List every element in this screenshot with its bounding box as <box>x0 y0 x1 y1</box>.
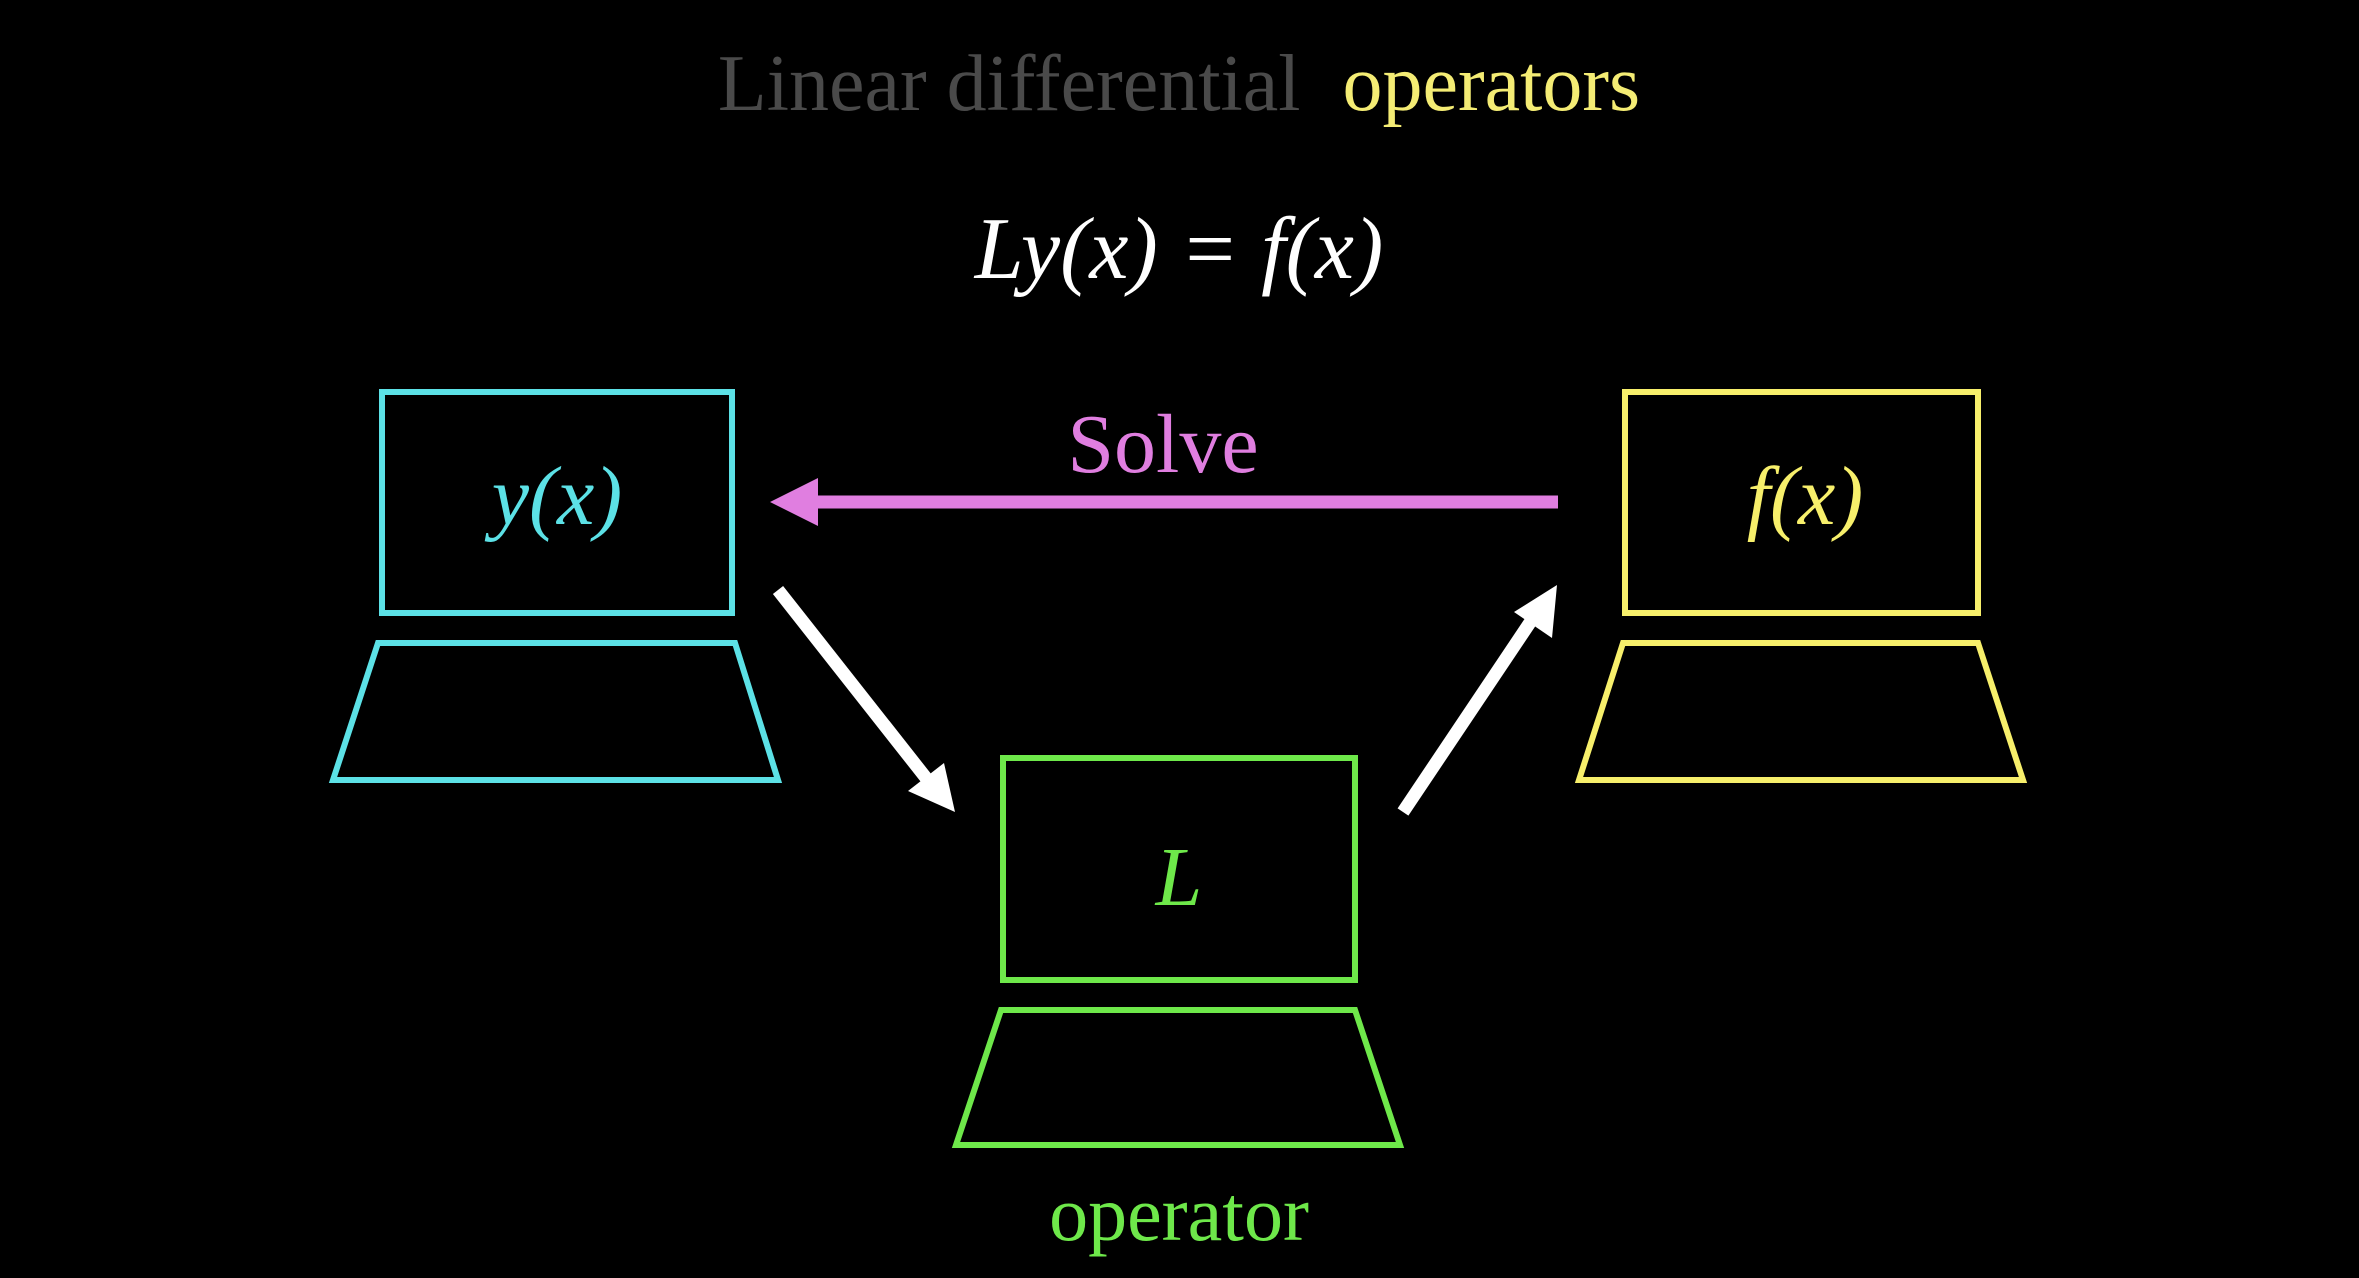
operator-laptop: L operator <box>951 755 1405 1257</box>
operator-caption: operator <box>1049 1170 1309 1257</box>
solve-arrow: Solve <box>770 398 1558 526</box>
solve-label: Solve <box>1067 398 1258 491</box>
input-laptop-keyboard <box>328 640 783 783</box>
output-laptop: f(x) <box>1574 389 2028 783</box>
input-to-operator-arrow <box>772 585 955 812</box>
input-laptop: y(x) <box>328 389 783 783</box>
title-part-dim: Linear differential <box>718 40 1301 128</box>
operator-label: L <box>1155 831 1203 924</box>
input-laptop-screen <box>379 389 735 616</box>
title-part-highlight: operators <box>1343 40 1641 128</box>
input-to-operator-arrow-head <box>908 763 955 812</box>
operator-laptop-screen <box>1000 755 1358 983</box>
input-label: y(x) <box>484 450 623 543</box>
equation: Ly(x) = f(x) <box>973 201 1384 298</box>
operator-to-output-arrow <box>1397 585 1557 816</box>
output-label: f(x) <box>1747 450 1864 543</box>
operator-laptop-keyboard <box>951 1007 1405 1148</box>
operator-to-output-arrow-head <box>1514 585 1557 638</box>
solve-arrow-head <box>770 478 818 526</box>
output-laptop-screen <box>1622 389 1981 616</box>
title: Linear differential operators <box>718 40 1640 128</box>
input-to-operator-arrow-shaft <box>772 585 936 788</box>
output-laptop-keyboard <box>1574 640 2028 783</box>
operator-to-output-arrow-shaft <box>1397 617 1537 816</box>
